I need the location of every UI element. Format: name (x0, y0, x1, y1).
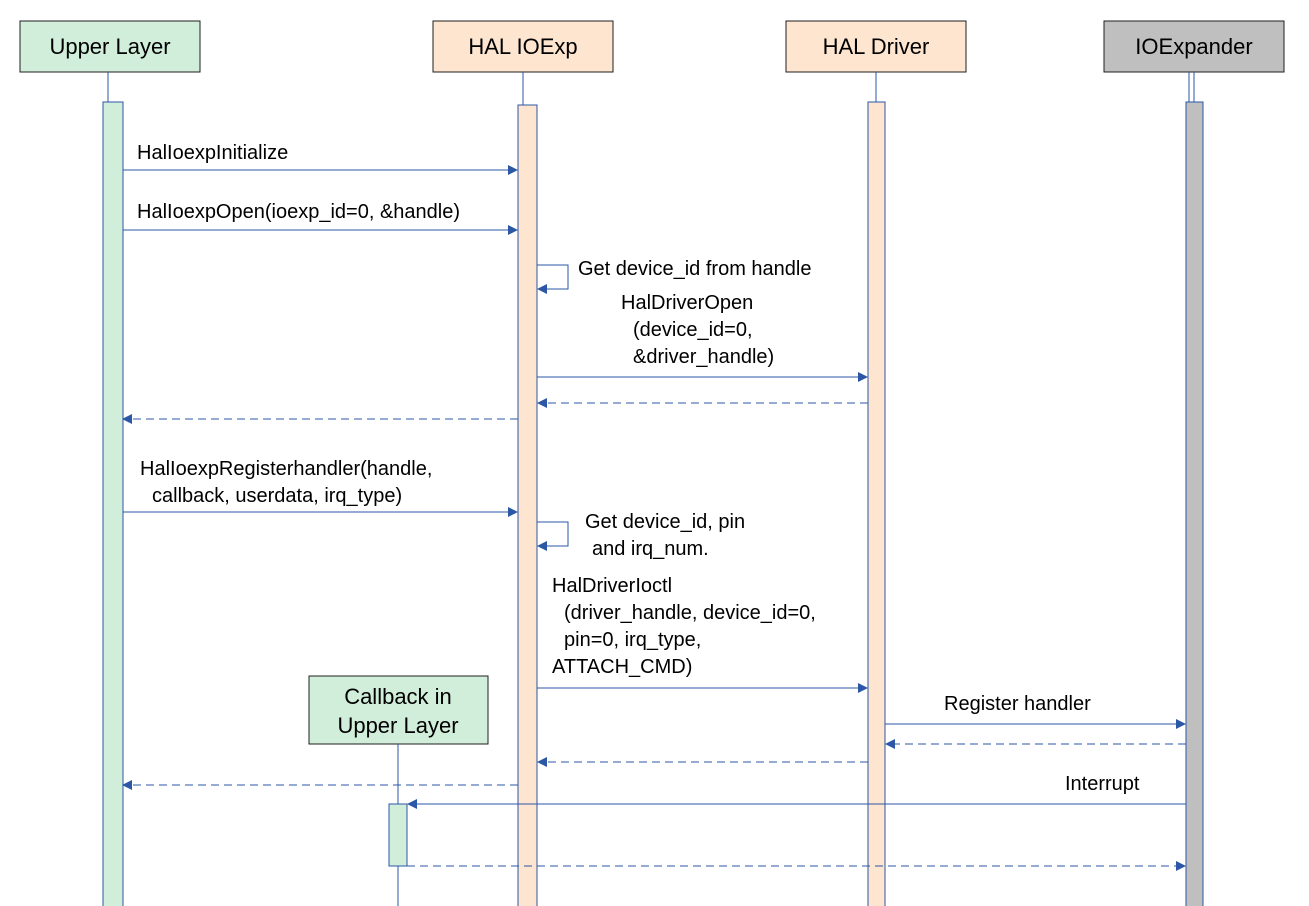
msg-driver-open-line2: (device_id=0, (633, 319, 753, 341)
upper-layer-label: Upper Layer (49, 34, 170, 59)
msg-register-line2: callback, userdata, irq_type) (152, 485, 402, 507)
msg-ioctl-line4: ATTACH_CMD) (552, 656, 692, 678)
msg-ioctl-line1: HalDriverIoctl (552, 575, 672, 597)
callback-label-line2: Upper Layer (337, 713, 458, 738)
hal-ioexp-activation-bar (517, 104, 538, 906)
msg-register-line1: HalIoexpRegisterhandler(handle, (140, 458, 432, 480)
upper-activation-bar (102, 101, 124, 906)
msg-driver-open-line3: &driver_handle) (633, 346, 774, 368)
participant-hal-driver: HAL Driver (785, 20, 967, 73)
ioexpander-activation-bar (1185, 101, 1204, 906)
msg-get-pin-line2: and irq_num. (592, 538, 709, 560)
callback-box (308, 675, 489, 745)
hal-ioexp-label: HAL IOExp (468, 34, 577, 59)
ioexpander-box (1103, 20, 1285, 73)
msg-get-pin-arrow (537, 521, 569, 551)
hal-driver-label: HAL Driver (823, 34, 930, 59)
msg-interrupt-label: Interrupt (1065, 773, 1140, 795)
msg-get-device-arrow (537, 264, 569, 294)
msg-register-handler-label: Register handler (944, 693, 1091, 715)
participant-ioexpander: IOExpander (1103, 20, 1285, 73)
callback-activation-bar (388, 803, 408, 867)
hal-ioexp-box (432, 20, 614, 73)
msg-init-label: HalIoexpInitialize (137, 142, 288, 164)
msg-ioctl-line2: (driver_handle, device_id=0, (564, 602, 816, 624)
hal-driver-activation-bar (867, 101, 886, 906)
participant-upper-layer: Upper Layer (19, 20, 201, 73)
msg-get-device-label: Get device_id from handle (578, 258, 811, 280)
msg-driver-open-line1: HalDriverOpen (621, 292, 753, 314)
hal-driver-box (785, 20, 967, 73)
participant-hal-ioexp: HAL IOExp (432, 20, 614, 73)
msg-ioctl-line3: pin=0, irq_type, (564, 629, 701, 651)
msg-get-pin-line1: Get device_id, pin (585, 511, 745, 533)
callback-label-line1: Callback in (344, 684, 452, 709)
msg-open-label: HalIoexpOpen(ioexp_id=0, &handle) (137, 201, 460, 223)
participant-callback: Callback in Upper Layer (308, 675, 489, 745)
ioexpander-label: IOExpander (1135, 34, 1252, 59)
upper-layer-box (19, 20, 201, 73)
